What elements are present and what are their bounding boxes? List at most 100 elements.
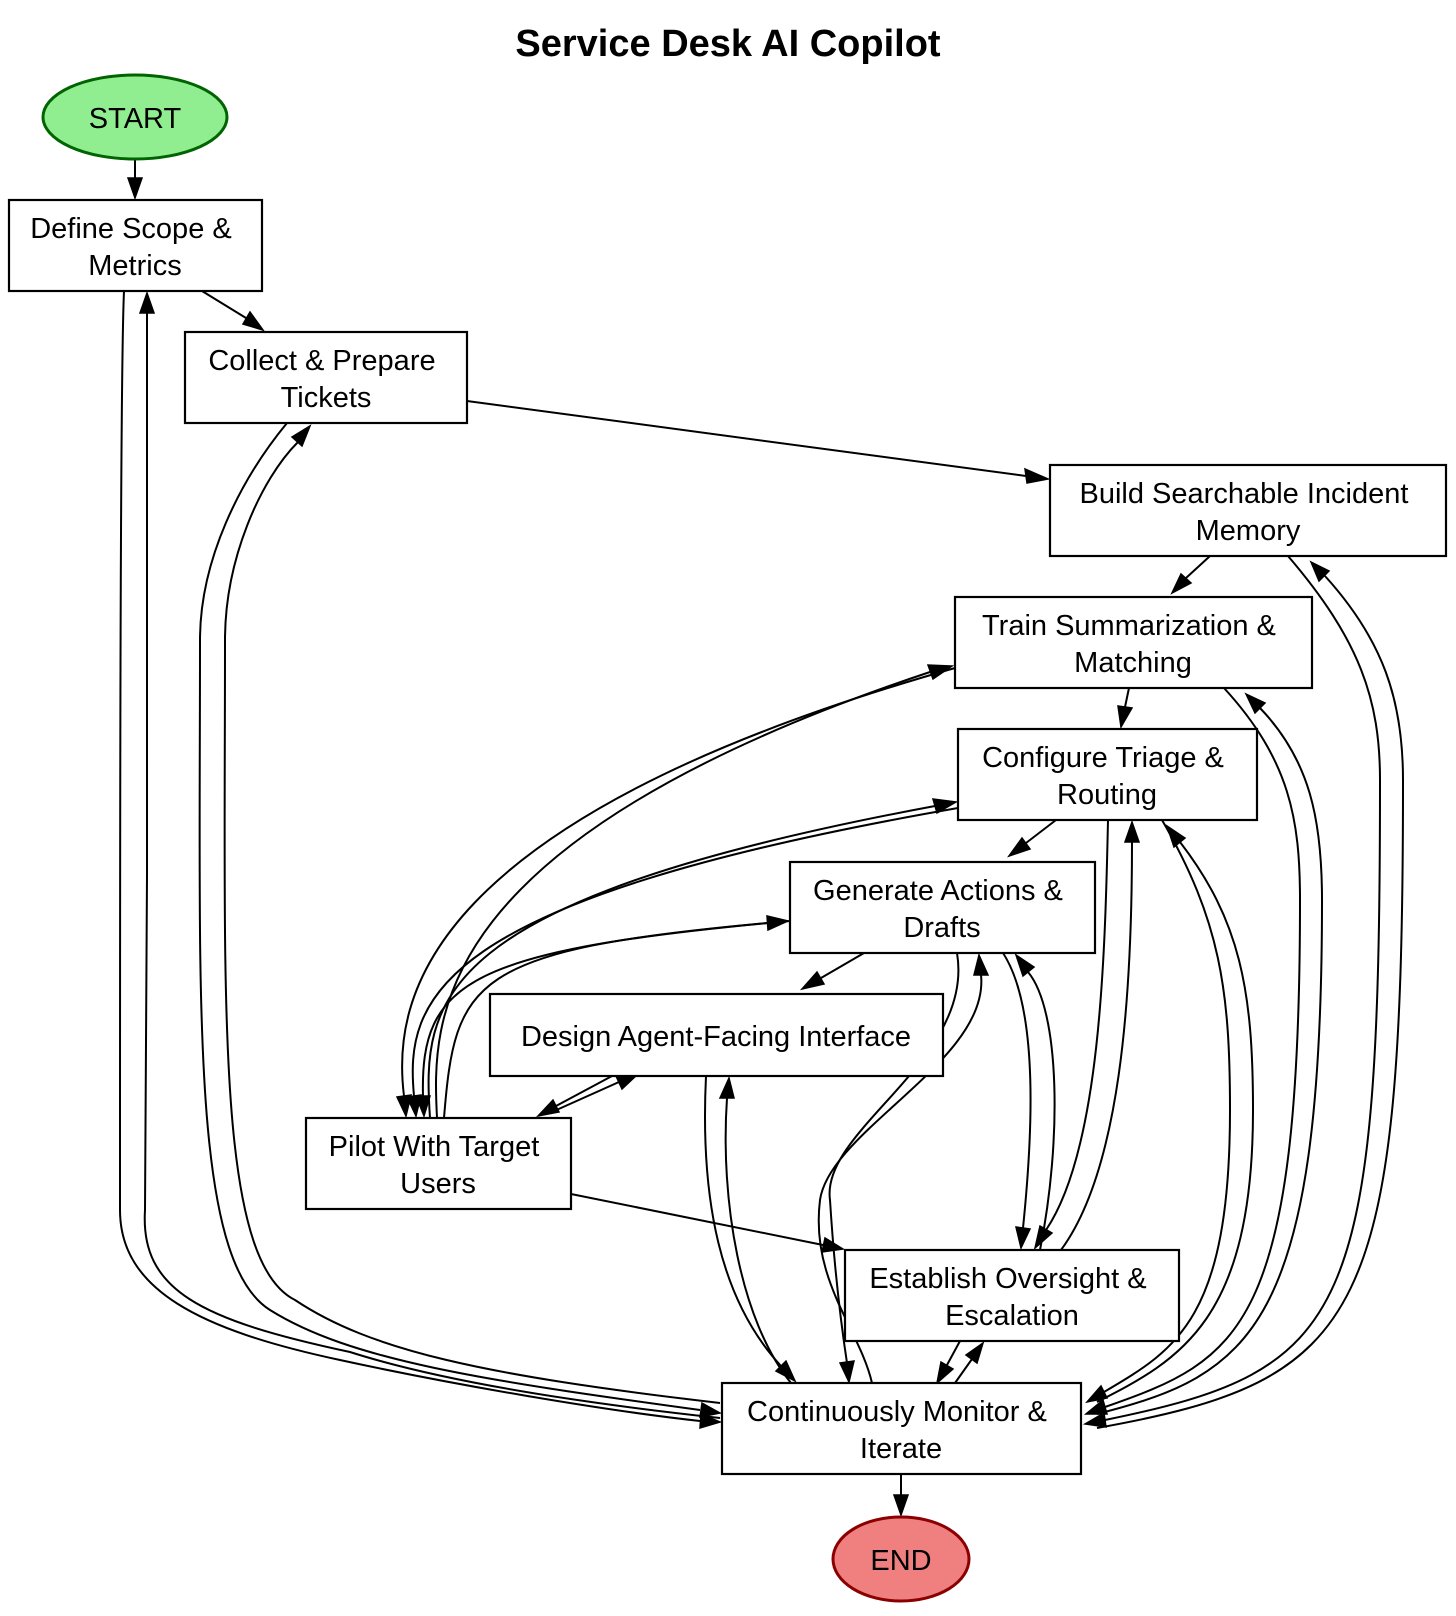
edge-generate-to-pilot bbox=[414, 920, 791, 1119]
arrowhead bbox=[1165, 824, 1187, 849]
edge-line bbox=[411, 807, 959, 1097]
edge-monitor-to-train bbox=[1096, 692, 1324, 1415]
edge-line bbox=[1002, 952, 1032, 1229]
edge-monitor-to-end bbox=[892, 1474, 910, 1518]
arrowhead bbox=[395, 1094, 412, 1119]
node-establish-oversight[interactable]: Establish Oversight & Escalation bbox=[843, 1248, 1181, 1343]
edge-line bbox=[570, 1193, 824, 1246]
arrowhead bbox=[718, 1075, 735, 1099]
diagram-title: Service Desk AI Copilot bbox=[515, 23, 941, 65]
node-define-scope-label: Define Scope & Metrics bbox=[30, 213, 240, 282]
node-train-summarization[interactable]: Train Summarization & Matching bbox=[953, 595, 1314, 690]
node-start-line-1: START bbox=[89, 103, 182, 135]
node-establish-oversight-line-2: Escalation bbox=[945, 1300, 1079, 1332]
node-configure-triage[interactable]: Configure Triage & Routing bbox=[956, 727, 1259, 822]
edge-line bbox=[1096, 575, 1405, 1429]
node-pilot-users-line-1: Pilot With Target bbox=[329, 1131, 540, 1163]
node-continuously-monitor[interactable]: Continuously Monitor & Iterate bbox=[720, 1381, 1083, 1476]
node-end-label: END bbox=[870, 1545, 931, 1577]
edge-pilot-to-triage bbox=[427, 798, 959, 1119]
node-continuously-monitor-line-2: Iterate bbox=[860, 1433, 942, 1465]
arrowhead bbox=[964, 1341, 985, 1365]
node-design-interface[interactable]: Design Agent-Facing Interface bbox=[488, 992, 945, 1078]
arrowhead bbox=[126, 177, 144, 201]
node-collect-tickets[interactable]: Collect & Prepare Tickets bbox=[183, 330, 469, 425]
arrowhead bbox=[414, 1095, 432, 1119]
edge-design-to-monitor bbox=[703, 1075, 797, 1383]
edge-memory-to-train bbox=[1170, 555, 1211, 595]
node-configure-triage-line-2: Routing bbox=[1057, 779, 1157, 811]
arrowhead bbox=[699, 1412, 723, 1430]
edge-scope-to-monitor bbox=[118, 290, 723, 1430]
node-continuously-monitor-line-1: Continuously Monitor & bbox=[747, 1396, 1047, 1428]
edge-line bbox=[201, 290, 247, 319]
node-pilot-users-label: Pilot With Target Users bbox=[329, 1131, 548, 1200]
edge-monitor-to-collect bbox=[223, 424, 721, 1404]
node-train-summarization-line-1: Train Summarization & bbox=[982, 610, 1276, 642]
edge-oversight-to-monitor bbox=[935, 1340, 961, 1385]
arrowhead bbox=[1170, 572, 1193, 595]
edge-line bbox=[946, 1340, 961, 1366]
edge-line bbox=[1096, 707, 1324, 1415]
node-start-label: START bbox=[89, 103, 182, 135]
edge-monitor-to-triage bbox=[1096, 824, 1255, 1403]
arrowhead bbox=[535, 1098, 561, 1118]
node-end-line-1: END bbox=[870, 1545, 931, 1577]
edge-triage-to-generate bbox=[1007, 819, 1057, 858]
nodes-layer: START Define Scope & Metrics Collect & P… bbox=[7, 73, 1448, 1603]
edge-line bbox=[427, 805, 936, 1119]
edge-line bbox=[1103, 819, 1232, 1393]
edge-line bbox=[555, 1075, 613, 1107]
edge-start-to-scope bbox=[126, 159, 144, 201]
node-pilot-users[interactable]: Pilot With Target Users bbox=[304, 1116, 573, 1211]
node-start[interactable]: START bbox=[41, 73, 229, 161]
node-define-scope-line-2: Metrics bbox=[88, 250, 181, 282]
arrowhead bbox=[290, 424, 312, 448]
edge-line bbox=[1025, 819, 1057, 844]
node-incident-memory[interactable]: Build Searchable Incident Memory bbox=[1048, 463, 1448, 558]
arrowhead bbox=[1244, 692, 1267, 715]
edge-line bbox=[1185, 555, 1211, 579]
edge-line bbox=[724, 1097, 792, 1384]
edge-line bbox=[1124, 687, 1130, 708]
node-continuously-monitor-label: Continuously Monitor & Iterate bbox=[747, 1396, 1055, 1465]
node-define-scope[interactable]: Define Scope & Metrics bbox=[7, 198, 264, 293]
node-collect-tickets-line-2: Tickets bbox=[281, 382, 372, 414]
edge-line bbox=[143, 312, 721, 1419]
node-generate-actions[interactable]: Generate Actions & Drafts bbox=[788, 860, 1097, 955]
edge-monitor-to-design bbox=[718, 1075, 792, 1384]
node-configure-triage-line-1: Configure Triage & bbox=[982, 742, 1224, 774]
edge-line bbox=[954, 1358, 973, 1384]
node-incident-memory-line-1: Build Searchable Incident bbox=[1080, 478, 1409, 510]
arrowhead bbox=[1024, 467, 1051, 484]
edges-layer bbox=[118, 159, 1405, 1518]
edge-train-to-pilot bbox=[395, 667, 956, 1119]
edge-triage-to-oversight bbox=[1033, 819, 1109, 1251]
node-collect-tickets-label: Collect & Prepare Tickets bbox=[208, 345, 443, 414]
node-train-summarization-line-2: Matching bbox=[1074, 647, 1192, 679]
arrowhead bbox=[1084, 1384, 1109, 1404]
node-establish-oversight-label: Establish Oversight & Escalation bbox=[869, 1263, 1154, 1332]
node-generate-actions-line-2: Drafts bbox=[903, 912, 980, 944]
arrowhead bbox=[1123, 819, 1141, 843]
node-establish-oversight-line-1: Establish Oversight & bbox=[869, 1263, 1146, 1295]
edge-collect-to-monitor bbox=[198, 422, 723, 1418]
arrowhead bbox=[799, 970, 826, 991]
edge-triage-to-monitor bbox=[1084, 819, 1232, 1404]
node-generate-actions-label: Generate Actions & Drafts bbox=[813, 875, 1071, 944]
edge-line bbox=[401, 667, 956, 1097]
arrowhead bbox=[1015, 1226, 1032, 1251]
edge-line bbox=[551, 1081, 620, 1113]
edge-generate-to-design bbox=[799, 952, 865, 991]
edge-monitor-to-scope bbox=[138, 290, 721, 1419]
arrowhead bbox=[935, 1360, 955, 1385]
edge-oversight-to-triage bbox=[1060, 819, 1141, 1251]
edge-monitor-to-memory bbox=[1096, 560, 1405, 1429]
node-pilot-users-line-2: Users bbox=[400, 1168, 476, 1200]
node-train-summarization-label: Train Summarization & Matching bbox=[982, 610, 1284, 679]
node-end[interactable]: END bbox=[831, 1515, 971, 1603]
edge-line bbox=[820, 952, 865, 979]
edge-scope-to-collect bbox=[201, 290, 265, 332]
edge-generate-to-oversight bbox=[1002, 952, 1032, 1251]
